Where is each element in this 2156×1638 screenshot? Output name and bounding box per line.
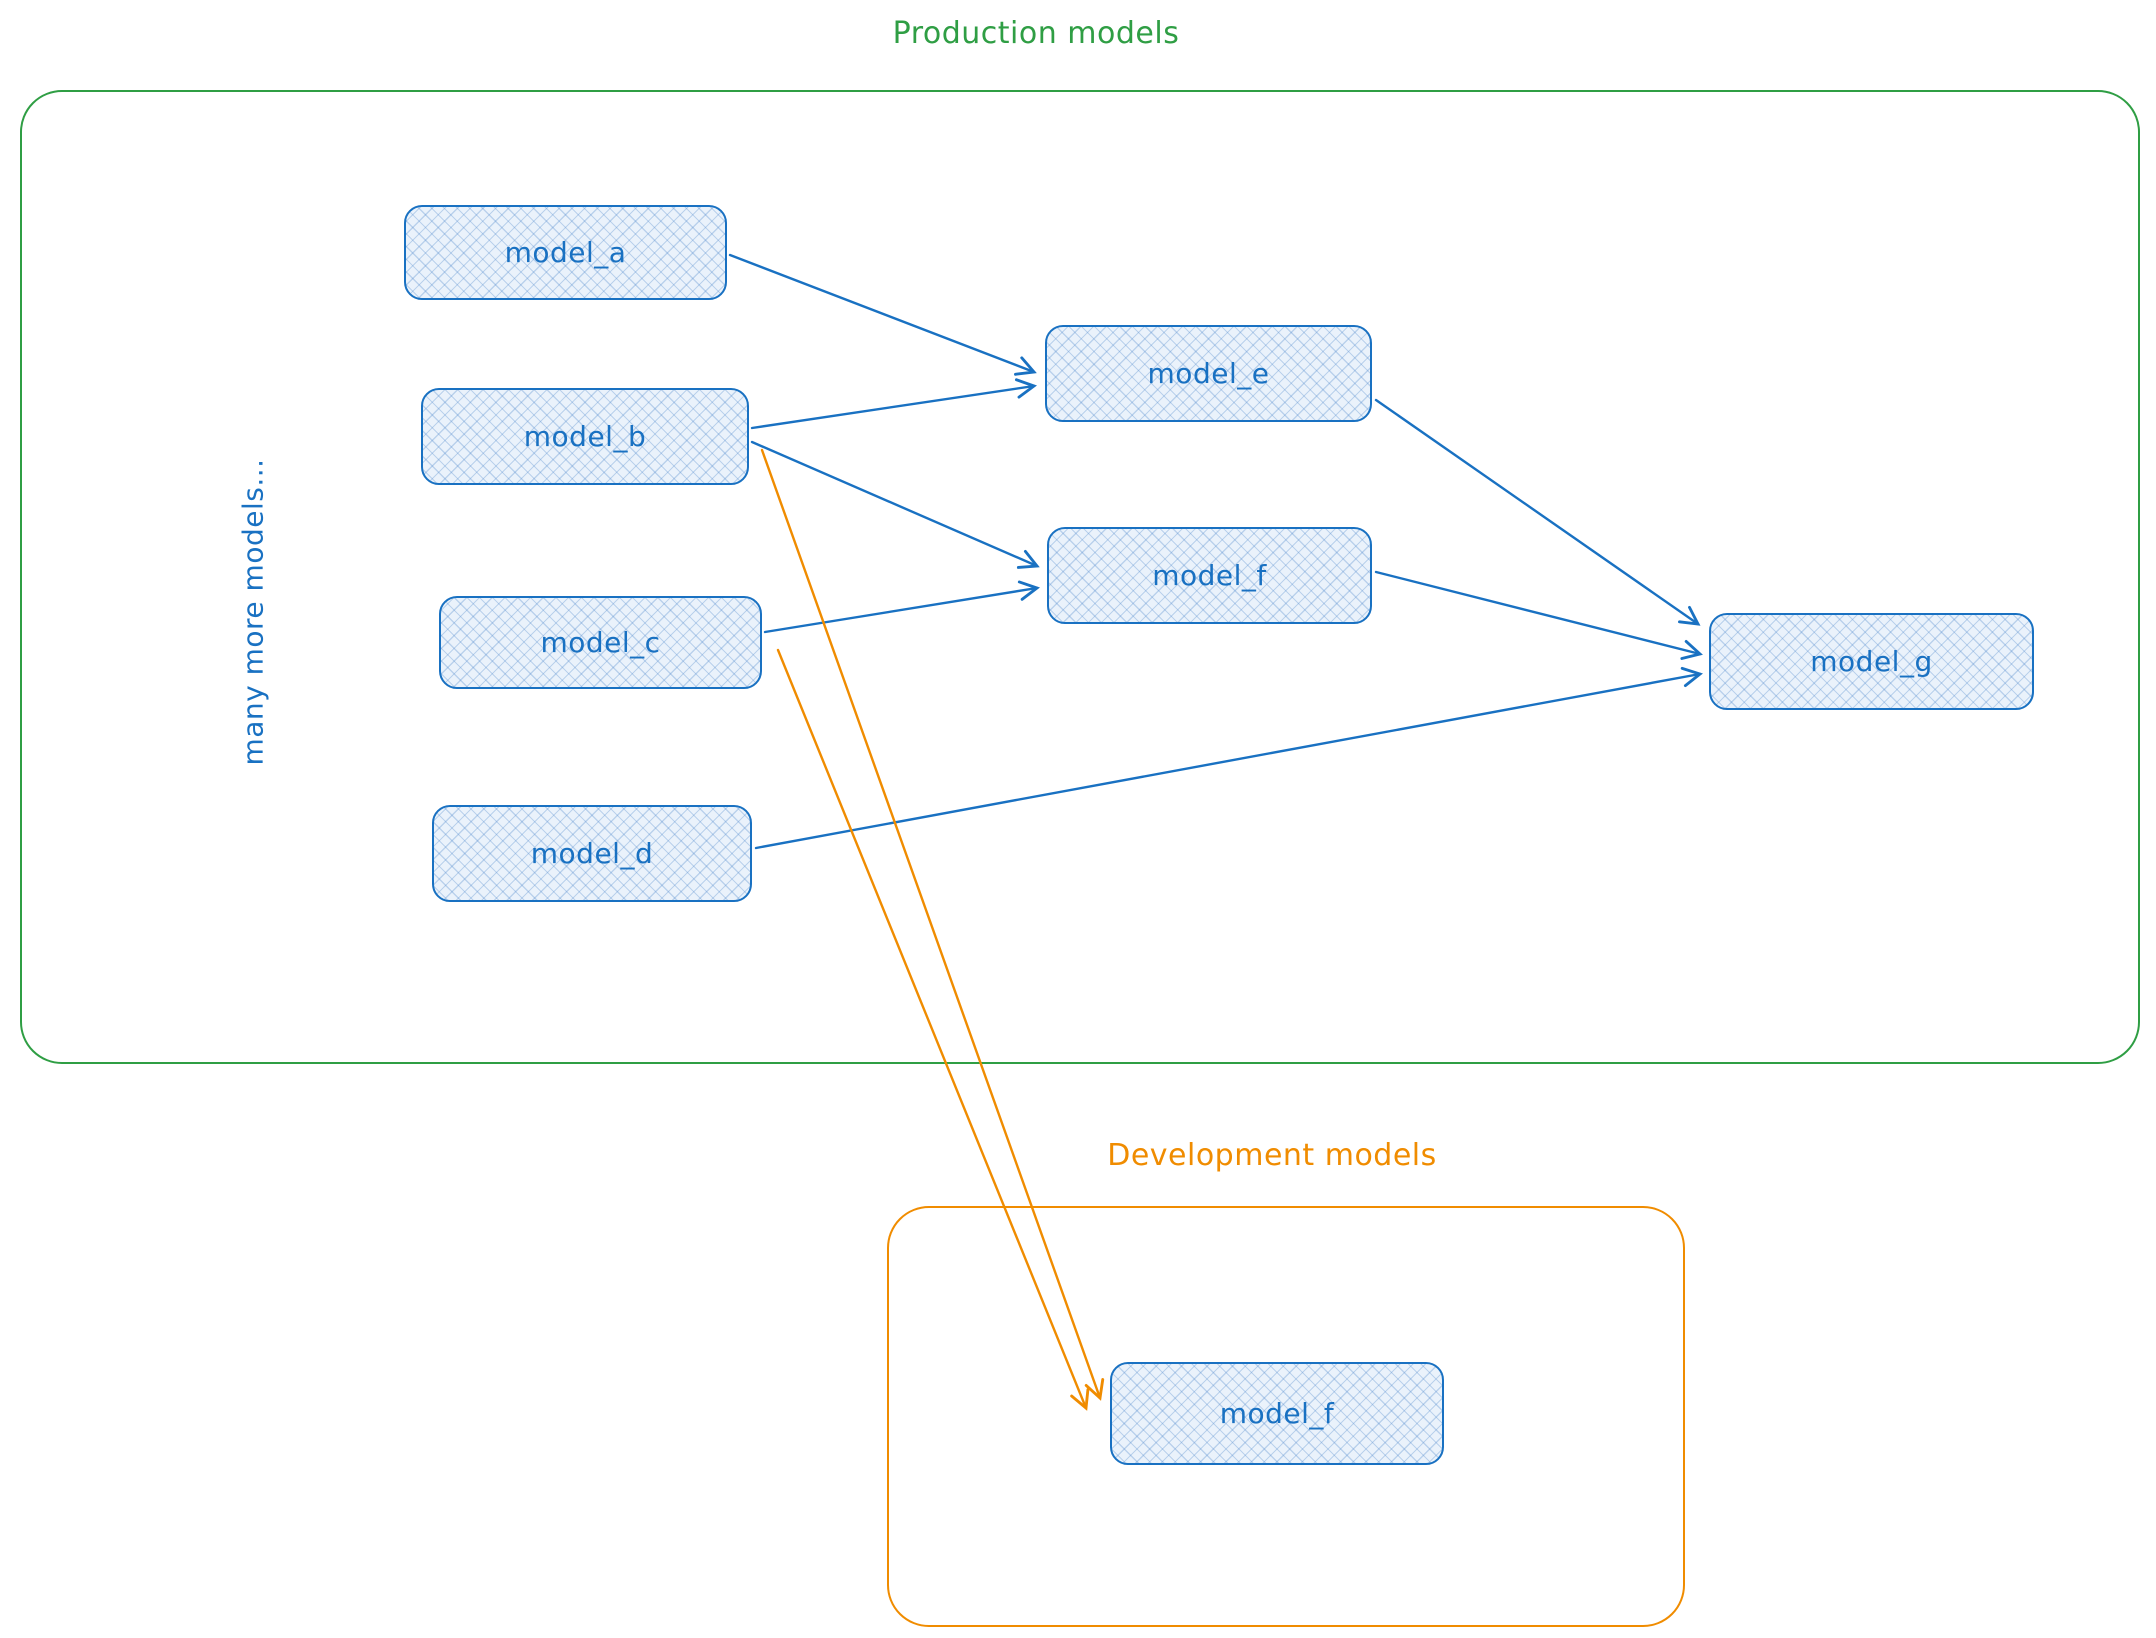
node-model-c[interactable]: model_c xyxy=(439,596,762,689)
node-label: model_c xyxy=(540,626,661,659)
node-model-a[interactable]: model_a xyxy=(404,205,727,300)
development-group-box[interactable] xyxy=(887,1206,1685,1627)
node-label: model_a xyxy=(504,236,627,269)
node-label: model_f xyxy=(1219,1397,1335,1430)
node-label: model_f xyxy=(1152,559,1267,592)
node-label: model_d xyxy=(530,837,654,870)
node-model-d[interactable]: model_d xyxy=(432,805,752,902)
node-label: model_e xyxy=(1147,357,1270,390)
node-model-f[interactable]: model_f xyxy=(1047,527,1372,624)
node-label: model_g xyxy=(1810,645,1933,678)
node-model-g[interactable]: model_g xyxy=(1709,613,2034,710)
node-dev-model-f[interactable]: model_f xyxy=(1110,1362,1444,1465)
many-more-models-note: many more models... xyxy=(236,458,270,766)
node-model-b[interactable]: model_b xyxy=(421,388,749,485)
node-model-e[interactable]: model_e xyxy=(1045,325,1372,422)
production-group-title: Production models xyxy=(892,16,1180,51)
development-group-title: Development models xyxy=(1107,1138,1437,1173)
node-label: model_b xyxy=(523,420,647,453)
